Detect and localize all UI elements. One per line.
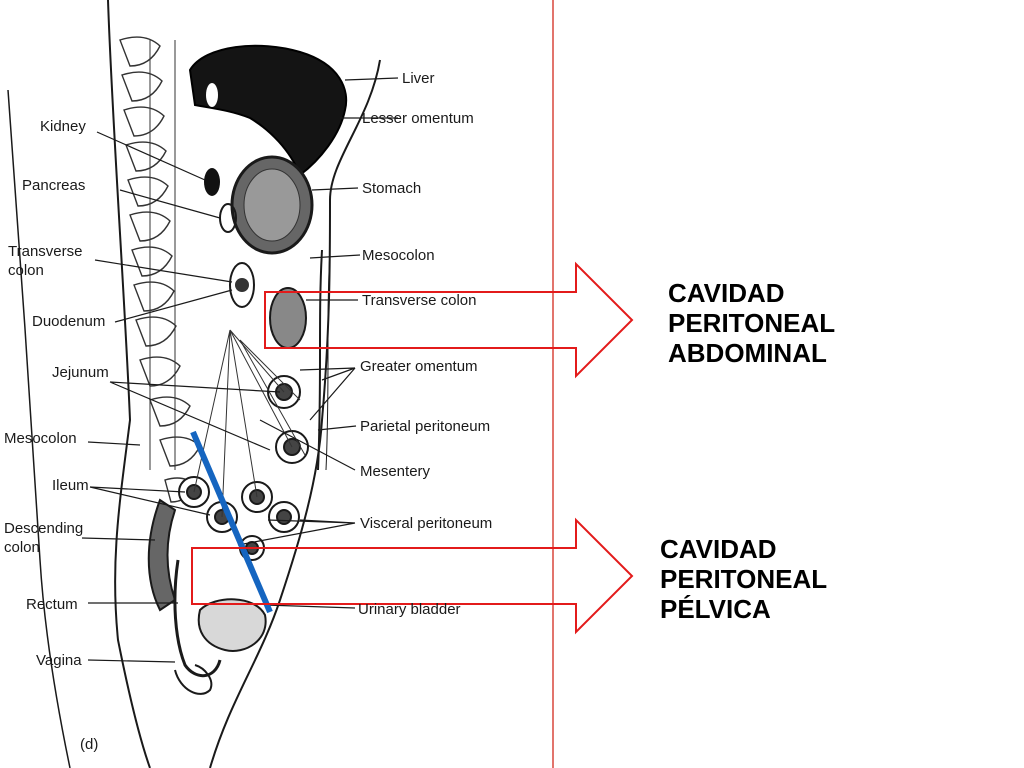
label-pancreas: Pancreas [22, 177, 86, 194]
label-transverse-colon-right: Transverse colon [362, 292, 477, 309]
pelvic-boundary-line [190, 430, 273, 614]
leader-lines-left [81, 131, 281, 663]
arrow-abdominal [264, 261, 634, 379]
label-descending-colon-1: Descending [4, 520, 84, 537]
label-rectum: Rectum [26, 596, 78, 613]
back-outline [7, 89, 71, 768]
label-duodenum: Duodenum [32, 313, 106, 330]
label-parietal-peritoneum: Parietal peritoneum [360, 418, 491, 435]
label-lesser-omentum: Lesser omentum [362, 110, 474, 127]
body-outline [107, 0, 381, 768]
callout-abdominal: CAVIDAD PERITONEAL ABDOMINAL [668, 278, 835, 368]
label-vagina: Vagina [36, 652, 82, 669]
kidney-shape [204, 168, 220, 196]
spine [119, 36, 201, 503]
label-mesocolon-left: Mesocolon [4, 430, 77, 447]
liver-highlight [206, 83, 218, 107]
arrow-pelvic [191, 517, 634, 635]
label-jejunum: Jejunum [52, 364, 109, 381]
label-visceral-peritoneum: Visceral peritoneum [360, 515, 493, 532]
mesentery-lines [193, 329, 306, 518]
label-transverse-colon-left-2: colon [8, 262, 44, 279]
callout-abdominal-line-3: ABDOMINAL [668, 338, 827, 368]
callout-abdominal-line-1: CAVIDAD [668, 278, 785, 308]
leader-lines-right [237, 77, 399, 609]
figure-label: (d) [80, 736, 99, 753]
bladder-shape [197, 598, 267, 652]
callout-pelvic-line-2: PERITONEAL [660, 564, 828, 594]
liver-shape [188, 44, 348, 177]
callout-abdominal-line-2: PERITONEAL [668, 308, 836, 338]
label-mesocolon-right: Mesocolon [362, 247, 435, 264]
label-stomach: Stomach [362, 180, 422, 197]
label-greater-omentum: Greater omentum [360, 358, 478, 375]
label-liver: Liver [402, 70, 435, 87]
descending-colon-shape [147, 498, 177, 612]
callout-pelvic-line-3: PÉLVICA [660, 594, 771, 624]
vagina-shape [174, 664, 213, 695]
label-descending-colon-2: colon [4, 539, 40, 556]
label-mesentery: Mesentery [360, 463, 431, 480]
callout-pelvic-line-1: CAVIDAD [660, 534, 777, 564]
intestine-loops [178, 375, 309, 561]
label-transverse-colon-left-1: Transverse [8, 243, 83, 260]
label-urinary-bladder: Urinary bladder [358, 601, 461, 618]
label-kidney: Kidney [40, 118, 86, 135]
callout-pelvic: CAVIDAD PERITONEAL PÉLVICA [660, 534, 827, 624]
label-ileum: Ileum [52, 477, 89, 494]
transverse-colon-shape [269, 287, 307, 349]
rectum-shape [173, 559, 222, 678]
